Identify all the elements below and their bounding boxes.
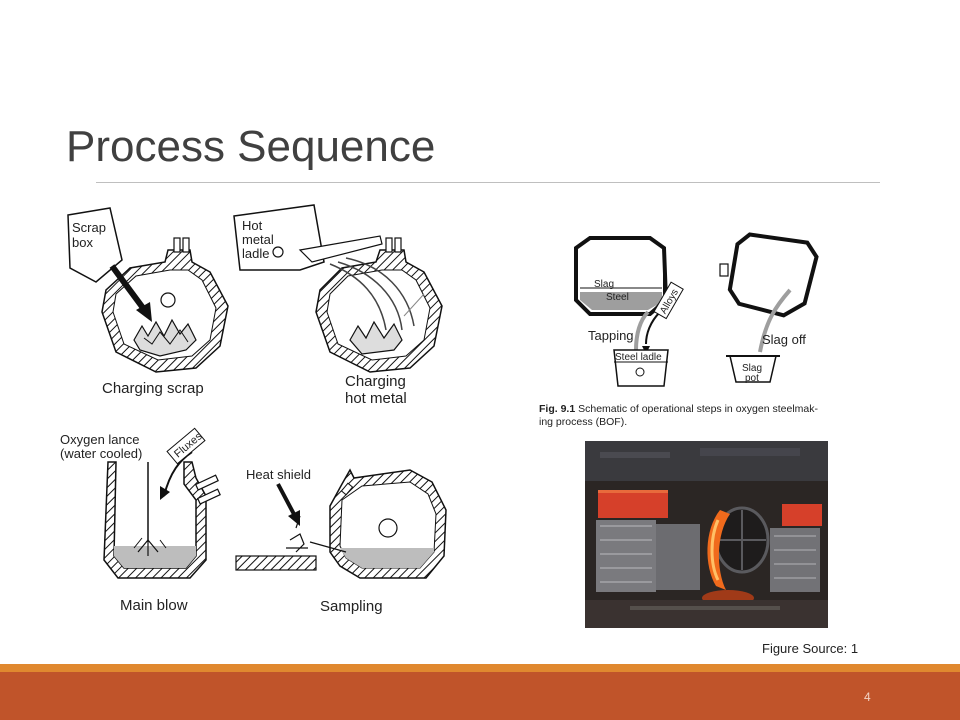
fig-caption-text: Schematic of operational steps in oxygen…: [575, 403, 818, 415]
steel-ladle-label: Steel ladle: [615, 352, 662, 363]
caption-main-blow: Main blow: [120, 597, 188, 614]
tapping-stream-icon: [634, 310, 650, 351]
caption-charging-hot-metal-1: Charging: [345, 373, 406, 390]
title-divider: [96, 182, 880, 183]
charging-scrap-diagram: Scrap box Charging scrap: [67, 207, 229, 397]
slag-pot-label-2: pot: [745, 373, 759, 384]
tap-hole-icon: [160, 292, 176, 308]
ladle-label-3: ladle: [242, 246, 269, 261]
fig-caption-bold: Fig. 9.1: [539, 403, 575, 415]
fig-caption-line-2: ing process (BOF).: [539, 416, 627, 428]
alloy-arrow-icon: [645, 311, 661, 345]
heat-shield-label: Heat shield: [246, 467, 311, 482]
platform: [235, 555, 317, 571]
heat-shield-arrow-icon: [276, 483, 298, 519]
scrap-box: [67, 207, 123, 283]
hot-metal-ladle: [233, 204, 325, 271]
scrap-box-label-2: box: [72, 235, 93, 250]
slag-off-diagram: Slag off Slag pot: [719, 232, 819, 384]
steel-label: Steel: [606, 292, 629, 303]
caption-charging-scrap: Charging scrap: [102, 380, 204, 397]
caption-sampling: Sampling: [320, 598, 383, 615]
slide-title: Process Sequence: [66, 122, 436, 171]
oxygen-lance-label-2: (water cooled): [60, 446, 142, 461]
charging-hot-metal-diagram: Hot metal ladle Charging hot metal: [233, 204, 443, 407]
slag-pot-label-1: Slag: [742, 363, 762, 374]
sampling-diagram: Heat shield Sampling: [235, 467, 447, 615]
figure-source: Figure Source: 1: [762, 641, 859, 656]
slag-off-label: Slag off: [762, 332, 806, 347]
scrap-box-label-1: Scrap: [72, 220, 106, 235]
caption-charging-hot-metal-2: hot metal: [345, 390, 407, 407]
charge-arrow-icon: [109, 264, 149, 314]
oxygen-lance-label-1: Oxygen lance: [60, 432, 140, 447]
slag-label: Slag: [594, 279, 614, 290]
tapping-diagram: Slag Steel Alloys Tapping Steel ladle: [574, 236, 684, 387]
ladle-label-1: Hot: [242, 218, 263, 233]
tapping-label: Tapping: [588, 328, 634, 343]
steel-plant-photo: [585, 441, 828, 628]
converter-vessel: [727, 232, 819, 318]
footer-band: [0, 672, 960, 720]
converter-vessel: [103, 461, 207, 579]
footer-accent-stripe: [0, 664, 960, 672]
fig-caption-line-1: Fig. 9.1 Schematic of operational steps …: [539, 403, 818, 415]
page-number: 4: [864, 690, 871, 704]
slag-stream-icon: [758, 288, 792, 353]
main-blow-diagram: Oxygen lance (water cooled) Fluxes Main …: [60, 427, 221, 614]
ladle-label-2: metal: [242, 232, 274, 247]
hot-metal-stream-icon: [329, 257, 415, 331]
